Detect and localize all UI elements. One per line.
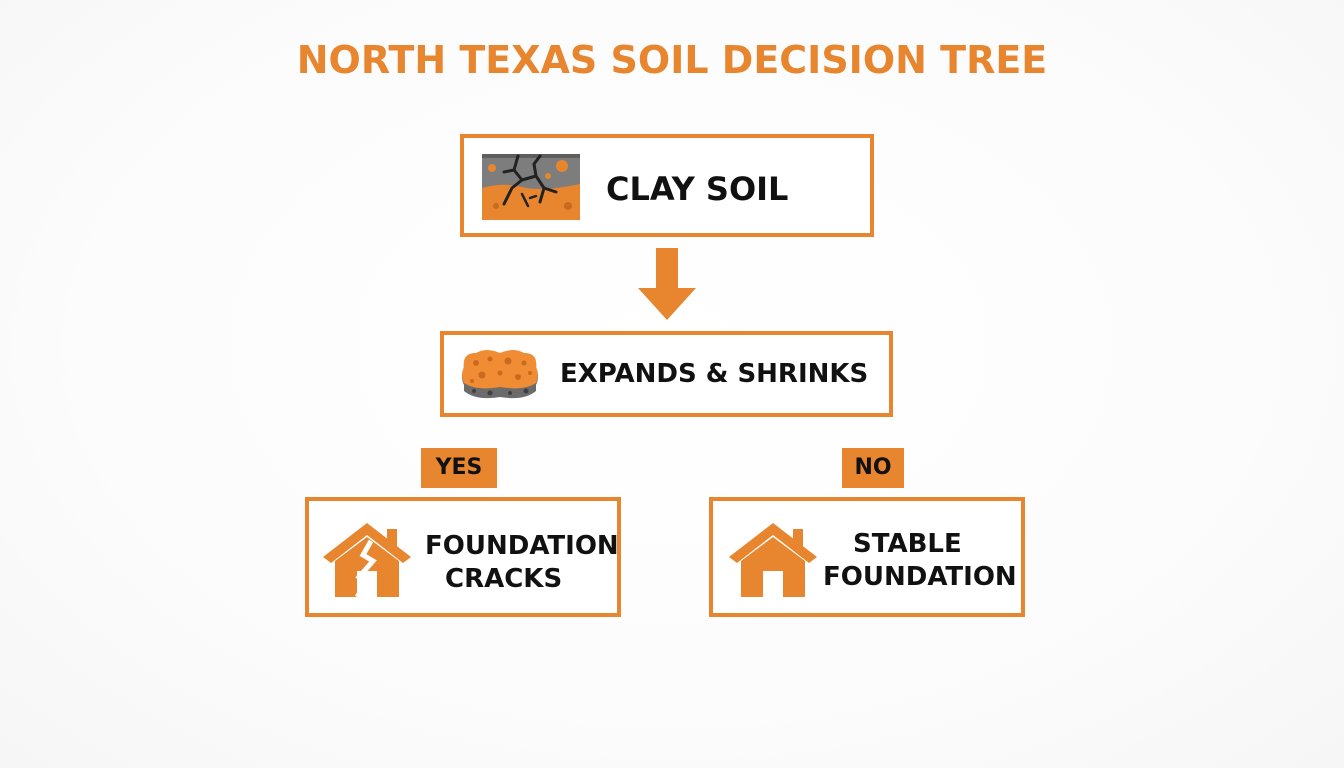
foundation-cracks-line2: CRACKS bbox=[445, 564, 563, 594]
no-branch-tag: NO bbox=[842, 448, 904, 488]
diagram-title: NORTH TEXAS SOIL DECISION TREE bbox=[296, 38, 1048, 82]
cracked-house-icon bbox=[323, 521, 411, 599]
sponge-icon bbox=[460, 347, 540, 405]
foundation-cracks-node: FOUNDATION CRACKS bbox=[305, 497, 621, 617]
house-icon bbox=[729, 521, 817, 599]
stable-foundation-node: STABLE FOUNDATION bbox=[709, 497, 1025, 617]
clay-soil-node: CLAY SOIL bbox=[460, 134, 874, 237]
yes-branch-tag: YES bbox=[421, 448, 497, 488]
expands-shrinks-label: EXPANDS & SHRINKS bbox=[560, 359, 869, 389]
clay-soil-label: CLAY SOIL bbox=[606, 170, 789, 208]
expands-shrinks-node: EXPANDS & SHRINKS bbox=[440, 331, 893, 417]
foundation-cracks-line1: FOUNDATION bbox=[425, 531, 619, 561]
down-arrow-icon bbox=[638, 248, 696, 320]
cracked-soil-icon bbox=[482, 154, 580, 220]
stable-foundation-line2: FOUNDATION bbox=[823, 562, 1017, 592]
stable-foundation-line1: STABLE bbox=[853, 529, 962, 559]
